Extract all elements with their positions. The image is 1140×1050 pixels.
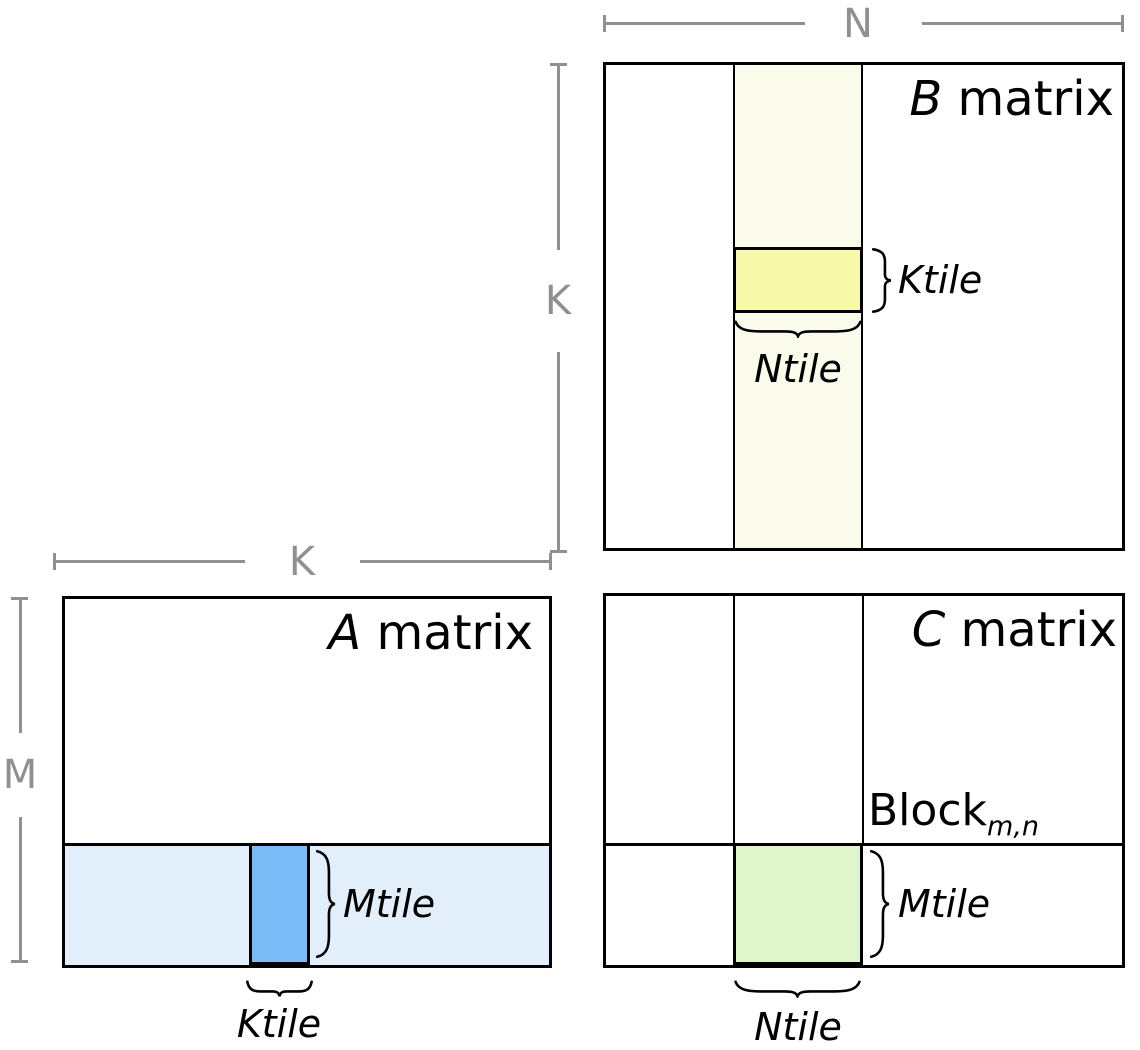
n-dim-line-left — [603, 22, 805, 25]
b-ktile-ntile-tile — [733, 247, 863, 313]
a-mtile-ktile-tile — [249, 843, 310, 965]
c-matrix-title: C matrix — [912, 604, 1117, 657]
c-matrix-word: matrix — [945, 602, 1117, 658]
a-ktile-underbrace — [246, 980, 313, 998]
a-matrix-word: matrix — [361, 605, 533, 661]
a-matrix-title: A matrix — [328, 607, 533, 660]
n-dim-line-right — [922, 22, 1124, 25]
a-mtile-brace — [315, 849, 337, 959]
k-dim-b-line-bottom — [557, 352, 560, 553]
b-ntile-label: Ntile — [754, 347, 842, 391]
b-matrix: Ktile Ntile B matrix — [603, 62, 1125, 551]
a-ktile-label: Ktile — [236, 1002, 322, 1046]
m-dim-label: M — [2, 752, 38, 798]
c-matrix: C matrix Blockm,n Mtile — [603, 593, 1125, 968]
a-mtile-label: Mtile — [343, 882, 436, 926]
c-matrix-letter: C — [911, 602, 946, 658]
c-column-line-left — [733, 596, 735, 843]
b-ktile-brace — [871, 248, 893, 313]
a-matrix-letter: A — [328, 605, 362, 661]
k-dim-a-tick-left — [53, 553, 56, 570]
n-dim-tick-right — [1121, 15, 1124, 32]
c-block-word: Block — [868, 785, 988, 836]
b-matrix-letter: B — [909, 71, 943, 127]
c-block-label: Blockm,n — [868, 789, 1039, 840]
k-dim-b-label: K — [544, 278, 572, 324]
k-dim-a-line-right — [360, 560, 552, 563]
k-dim-a-line-left — [53, 560, 245, 563]
m-dim-tick-bottom — [11, 960, 28, 963]
b-matrix-word: matrix — [942, 71, 1114, 127]
c-ntile-underbrace — [733, 980, 862, 998]
c-mtile-ntile-tile — [733, 843, 863, 965]
b-ktile-label: Ktile — [898, 258, 983, 302]
c-mtile-brace — [869, 849, 891, 959]
c-row-divider — [606, 843, 1122, 846]
m-dim-line-top — [19, 597, 22, 733]
c-block-subscript: m,n — [987, 810, 1040, 842]
k-dim-b-line-top — [557, 63, 560, 250]
a-matrix: A matrix Mtile — [62, 596, 552, 968]
b-matrix-title: B matrix — [909, 73, 1114, 126]
c-column-line-right — [862, 596, 864, 843]
c-mtile-label: Mtile — [898, 882, 991, 926]
c-ntile-label: Ntile — [754, 1005, 842, 1049]
m-dim-line-bottom — [19, 817, 22, 963]
k-dim-b-tick-bottom — [550, 550, 567, 553]
n-dim-label: N — [843, 1, 873, 47]
k-dim-a-label: K — [288, 539, 316, 585]
k-dim-b-tick-top — [550, 63, 567, 66]
k-dim-a-tick-right — [549, 553, 552, 570]
m-dim-tick-top — [11, 597, 28, 600]
n-dim-tick-left — [603, 15, 606, 32]
b-ntile-underbrace — [733, 320, 863, 338]
